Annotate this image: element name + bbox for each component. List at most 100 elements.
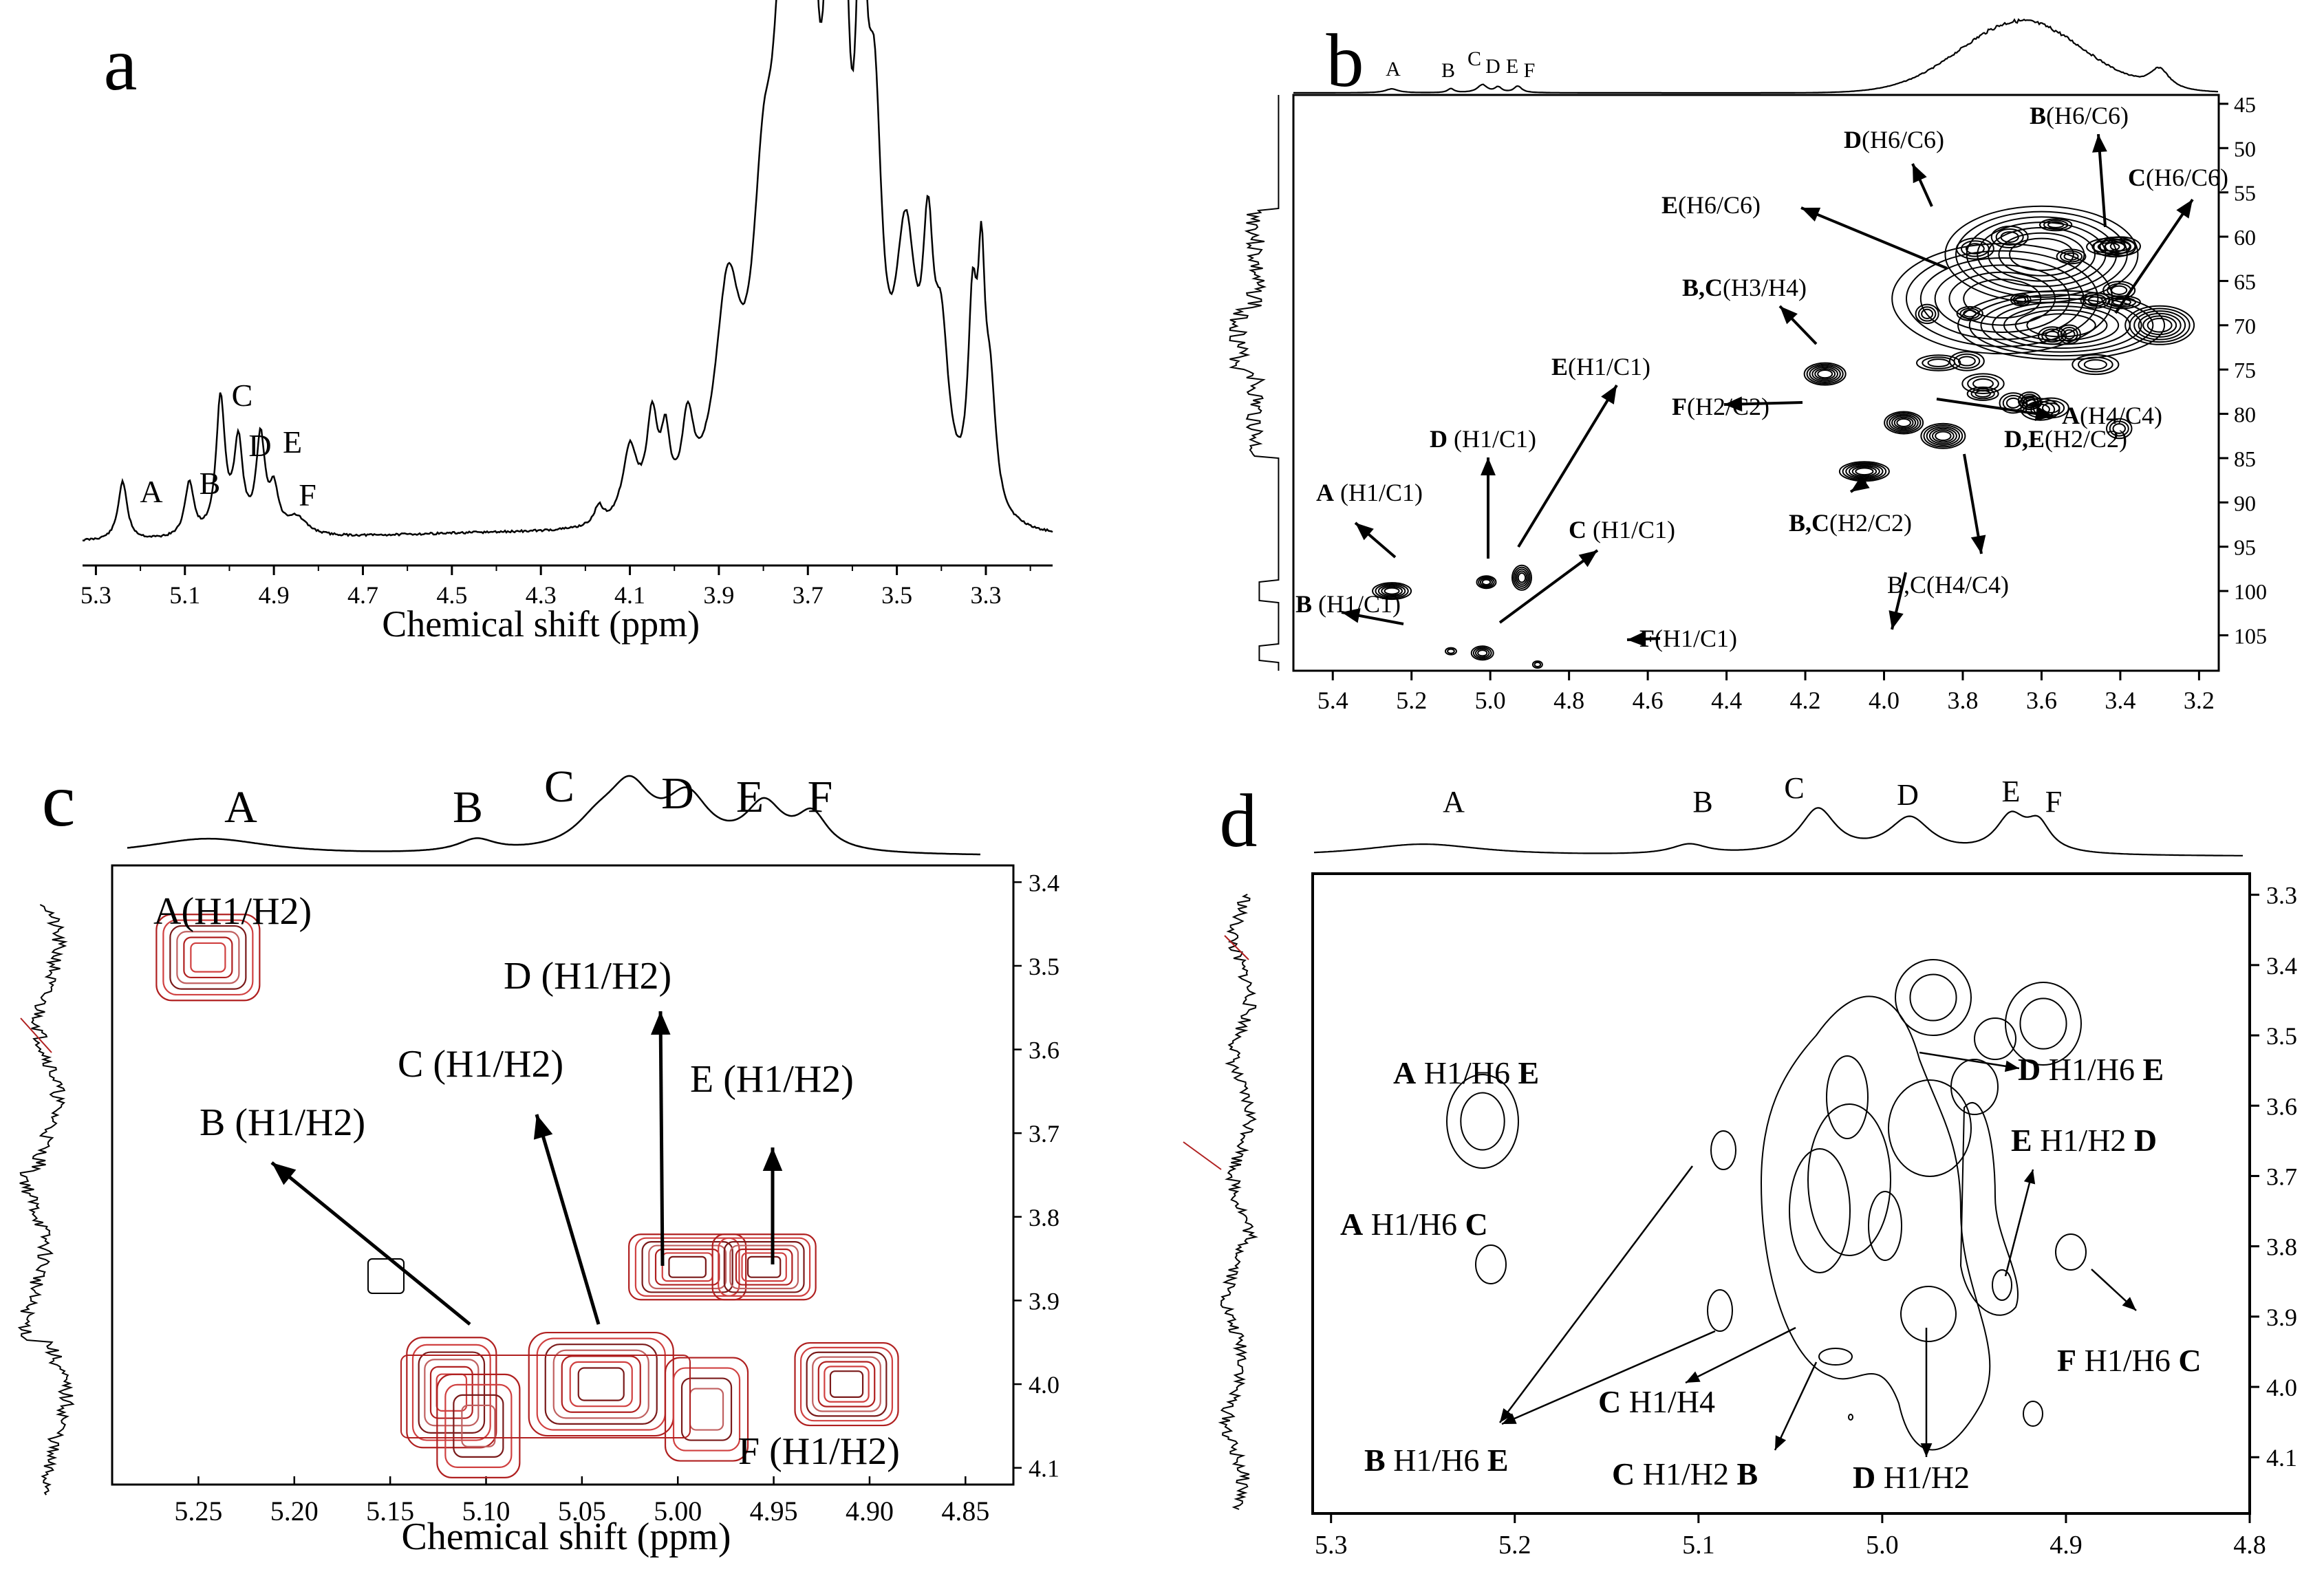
annotation-part: B [1295,590,1312,618]
y-tick-label: 45 [2234,92,2256,117]
contour-line [1811,366,1838,382]
contour-line [711,1233,817,1301]
annotation-label: B,C(H3/H4) [1682,274,1807,301]
contour-line [799,1346,894,1422]
annotation-part: H1/H6 [1386,1443,1487,1478]
arrow-head [2023,1169,2036,1185]
top-projection-label: B [1692,785,1712,819]
contour-line [1966,386,1999,401]
contour-line [1855,467,1874,476]
contour-line [1999,392,2028,414]
contour-line [1516,570,1528,585]
contour-line [1377,584,1406,598]
peak-label: E [283,424,302,460]
annotation-part: A [2062,402,2080,429]
contour-line [2010,293,2032,307]
x-tick-label: 4.9 [2049,1531,2083,1560]
contour-line [2138,312,2182,338]
contour-line [2147,318,2173,333]
contour-line [680,1377,733,1441]
contour-line [183,936,233,979]
arrow-head [1889,610,1904,629]
contour-line [1511,564,1532,591]
top-projection [1293,18,2219,94]
top-projection-label: A [1443,785,1465,819]
annotation-label: B (H1/H2) [200,1101,365,1144]
contour-line [2037,326,2067,345]
arrow-head [1920,1443,1933,1457]
annotation-arrow [1774,1361,1818,1451]
x-tick-label: 4.0 [1869,687,1900,714]
contour-line [424,1359,480,1427]
annotation-part: (H1/C1) [1448,425,1536,453]
contour-line [1889,413,1919,432]
arrow-shaft [1499,1165,1693,1423]
contour-peak [1789,1148,1851,1273]
arrow-head [1801,207,1821,222]
top-projection-label: F [2045,785,2062,819]
contour-line [2055,1233,2087,1271]
left-projection-trace [1218,894,1258,1510]
arrow-head [1481,457,1496,475]
contour-line [746,1255,782,1278]
contour-line [2041,328,2064,343]
contour-peak [2093,236,2137,258]
contour-peak [1900,1286,1957,1342]
contour-peak [1707,1289,1733,1332]
arrow-head [1686,1371,1701,1383]
arrow-head [1578,550,1597,568]
annotations: A H1/H6 EA H1/H6 CD H1/H6 EE H1/H2 DF H1… [1340,1051,2202,1495]
contour-peak [2005,982,2082,1066]
contour-line [2019,998,2067,1050]
annotation-part: B [1736,1456,1758,1491]
contour-line [1513,566,1531,589]
annotation-part: D,E [2004,425,2045,453]
panel-letter-d: d [1220,779,1258,863]
contour-line [1953,353,1981,369]
contour-line [1957,290,2166,360]
left-projection [1229,95,1280,671]
annotation-part: (H1/C1) [1334,479,1423,506]
annotation-part: H1/H4 [1621,1384,1715,1419]
annotation-part: (H1/C1) [1586,516,1675,543]
contour-line [1900,1286,1957,1342]
plot-frame [1311,872,2251,1515]
y-tick-label: 3.3 [2266,882,2297,909]
y-tick-label: 60 [2234,225,2256,250]
arrow-shaft [1774,1361,1818,1451]
contour-line [2038,218,2073,232]
plot-frame [111,864,1015,1486]
contour-line [641,1241,733,1293]
left-projection-accent [1224,935,1249,960]
x-tick-label: 5.3 [80,581,111,609]
annotation-part: C [1569,516,1586,543]
contour-line [2023,1401,2043,1427]
contour-line [829,1370,864,1399]
annotation-label: D H1/H2 [1853,1460,1970,1495]
cross-peak [2124,305,2195,345]
annotation-part: B,C [1682,274,1723,301]
contour-line [1955,237,1994,260]
annotation-part: F [1672,393,1687,420]
contour-line [1851,466,1878,477]
annotation-label: E(H1/C1) [1551,353,1650,380]
cross-peak [1476,575,1497,590]
cross-peak [1920,422,1966,449]
peak-label: B [200,466,221,501]
contour-peak [1992,1269,2012,1301]
left-projection-trace [17,904,75,1496]
contour-line [1990,226,2029,249]
annotation-label: D(H6/C6) [1844,126,1944,153]
annotation-part: (H3/H4) [1723,274,1807,301]
contour-line [1848,1414,1853,1421]
annotation-part: H1/H2 [1875,1460,1970,1495]
contour-line [536,1337,666,1431]
annotation-part: B,C(H4/C4) [1887,571,2009,599]
contour-line [190,942,226,973]
annotation-part: (H1/C1) [1568,353,1650,380]
arrow-shaft [1800,206,1948,270]
annotation-arrow [1919,1051,2020,1072]
contour-peak [1868,1191,1902,1261]
